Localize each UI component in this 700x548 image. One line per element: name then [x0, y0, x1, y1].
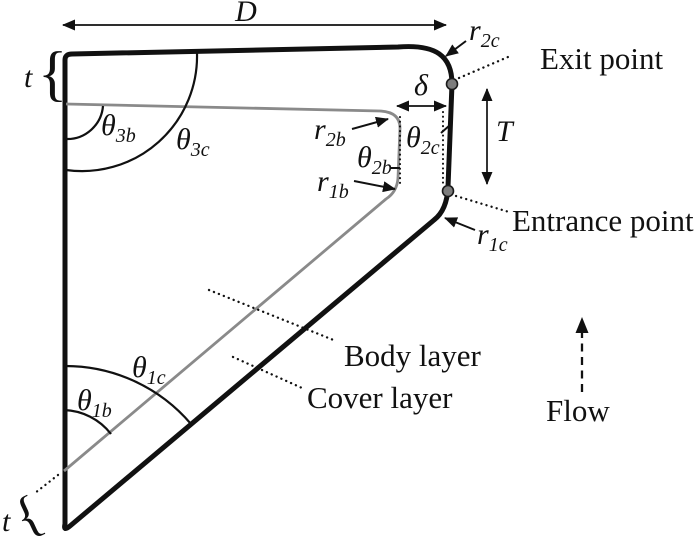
exit-point-dot [445, 77, 459, 91]
theta-1c-arc [64, 364, 192, 425]
label-theta-3b: θ3b [101, 109, 136, 147]
cover-layer-outline [62, 44, 455, 532]
label-cover-layer: Cover layer [307, 380, 453, 415]
t-bottom-leader [33, 473, 60, 495]
label-r2c: r2c [469, 14, 500, 52]
label-t-top: t [24, 61, 33, 94]
cover-layer-leader [231, 355, 304, 390]
t-bottom-brace: { [5, 485, 52, 547]
label-exit-point: Exit point [540, 41, 664, 76]
theta-3c-arc [65, 52, 199, 173]
label-T: T [496, 115, 515, 148]
r2c-arrow [445, 40, 467, 57]
flow-arrowhead [575, 317, 589, 333]
label-D: D [234, 0, 257, 28]
body-layer-leader [207, 288, 338, 343]
entrance-point-leader [454, 194, 511, 214]
label-theta-1b: θ1b [77, 384, 112, 422]
label-r2b: r2b [314, 113, 346, 151]
label-r1b: r1b [317, 165, 349, 203]
body-layer-outline [63, 102, 402, 473]
label-t-bottom: t [2, 505, 11, 538]
label-r1c: r1c [477, 218, 508, 256]
entrance-point-dot [441, 184, 455, 198]
theta-2c-tick [440, 124, 451, 134]
label-body-layer: Body layer [344, 338, 482, 373]
exit-point-leader [457, 55, 510, 80]
label-flow: Flow [546, 393, 610, 428]
label-theta-2c: θ2c [406, 121, 440, 159]
r1c-arrow [444, 217, 476, 231]
label-entrance-point: Entrance point [512, 203, 694, 238]
label-theta-2b: θ2b [357, 141, 392, 179]
theta-3b-arc [65, 105, 105, 141]
r1b-arrow [353, 180, 396, 193]
label-theta-3c: θ3c [176, 123, 210, 161]
r2b-arrow [351, 116, 389, 130]
label-delta: δ [414, 69, 429, 102]
t-top-brace: { [38, 41, 67, 108]
theta-1b-arc [63, 408, 112, 435]
label-theta-1c: θ1c [132, 351, 166, 389]
